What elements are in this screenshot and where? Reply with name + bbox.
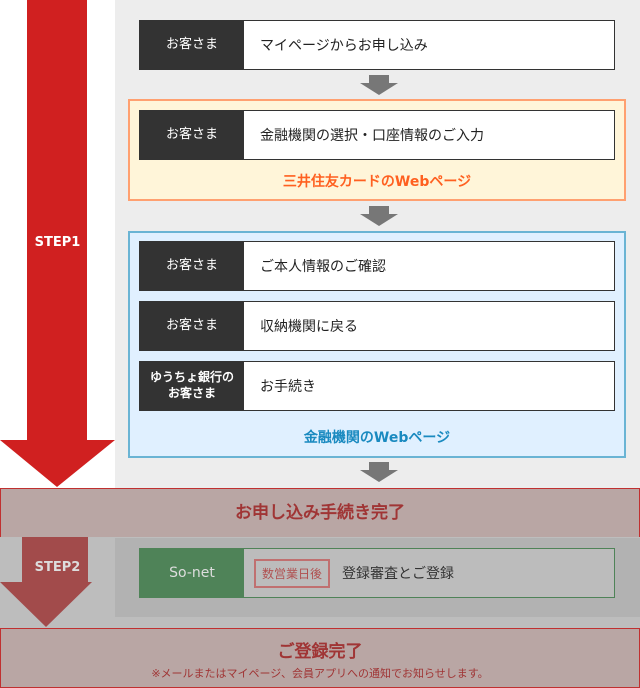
flow-step-bank-select: お客さま 金融機関の選択・口座情報のご入力	[139, 110, 615, 160]
smbc-webpage-label: 三井住友カードのWebページ	[282, 174, 472, 190]
registration-complete-title: ご登録完了	[277, 642, 363, 662]
actor-label: お客さま	[140, 111, 244, 159]
application-complete-banner: お申し込み手続き完了	[0, 488, 640, 538]
down-arrow-icon	[360, 462, 398, 482]
timing-badge: 数営業日後	[254, 558, 331, 588]
flow-step-apply: お客さま マイページからお申し込み	[139, 20, 615, 70]
registration-complete-banner: ご登録完了 ※メールまたはマイページ、会員アプリへの通知でお知らせします。	[0, 628, 640, 688]
actor-label: ゆうちょ銀行の お客さま	[140, 362, 244, 410]
flow-step-yucho: ゆうちょ銀行の お客さま お手続き	[139, 361, 615, 411]
step-text: マイページからお申し込み	[260, 38, 428, 54]
step2-label: STEP2	[34, 560, 81, 575]
step-text: お手続き	[260, 379, 316, 395]
registration-complete-note: ※メールまたはマイページ、会員アプリへの通知でお知らせします。	[151, 667, 489, 680]
down-arrow-icon	[360, 75, 398, 95]
bank-webpage-label: 金融機関のWebページ	[303, 430, 451, 446]
step2-arrow	[22, 537, 88, 583]
down-arrow-icon	[360, 206, 398, 226]
actor-label: So-net	[140, 549, 244, 597]
step-text: 収納機関に戻る	[260, 319, 358, 335]
step1-arrow	[27, 0, 87, 441]
step-text: 登録審査とご登録	[342, 566, 455, 582]
flow-step-registration: So-net 数営業日後 登録審査とご登録	[139, 548, 615, 598]
flow-step-return: お客さま 収納機関に戻る	[139, 301, 615, 351]
step-text: 金融機関の選択・口座情報のご入力	[260, 128, 484, 144]
actor-label: お客さま	[140, 242, 244, 290]
flow-step-confirm: お客さま ご本人情報のご確認	[139, 241, 615, 291]
step2-arrow-head	[0, 582, 92, 627]
actor-label: お客さま	[140, 21, 244, 69]
actor-label: お客さま	[140, 302, 244, 350]
step-text: ご本人情報のご確認	[260, 259, 386, 275]
step1-arrow-head	[0, 440, 115, 487]
step1-label: STEP1	[34, 235, 81, 250]
